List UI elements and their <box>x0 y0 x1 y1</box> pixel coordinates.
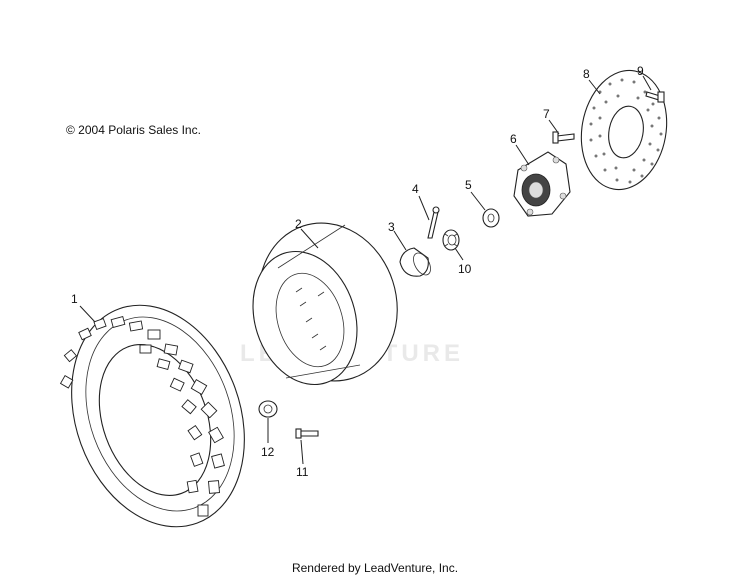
callout-4[interactable]: 4 <box>412 182 419 196</box>
copyright-text: © 2004 Polaris Sales Inc. <box>66 123 201 137</box>
callout-6[interactable]: 6 <box>510 132 517 146</box>
bolt-icon[interactable] <box>552 131 575 144</box>
brake-disc-icon[interactable] <box>572 64 676 197</box>
callout-1[interactable]: 1 <box>71 292 78 306</box>
callout-12[interactable]: 12 <box>261 445 275 459</box>
hub-cap-icon[interactable] <box>399 247 434 278</box>
callout-5[interactable]: 5 <box>465 178 472 192</box>
callout-9[interactable]: 9 <box>637 64 644 78</box>
stud-icon[interactable] <box>295 428 319 439</box>
callout-10[interactable]: 10 <box>458 262 472 276</box>
castle-nut-icon[interactable] <box>442 229 460 251</box>
hub-icon[interactable] <box>513 151 571 217</box>
wheel-rim-icon[interactable] <box>236 205 417 399</box>
tire-icon[interactable] <box>42 281 274 551</box>
cotter-pin-icon[interactable] <box>427 206 440 239</box>
lug-nut-icon[interactable] <box>258 400 278 418</box>
washer-icon[interactable] <box>482 208 500 228</box>
footer-text: Rendered by LeadVenture, Inc. <box>291 561 459 575</box>
callout-7[interactable]: 7 <box>543 107 550 121</box>
callout-8[interactable]: 8 <box>583 67 590 81</box>
callout-3[interactable]: 3 <box>388 220 395 234</box>
callout-2[interactable]: 2 <box>295 217 302 231</box>
leader-lines <box>79 75 652 465</box>
callout-11[interactable]: 11 <box>296 465 309 479</box>
bolt-icon[interactable] <box>645 91 665 103</box>
